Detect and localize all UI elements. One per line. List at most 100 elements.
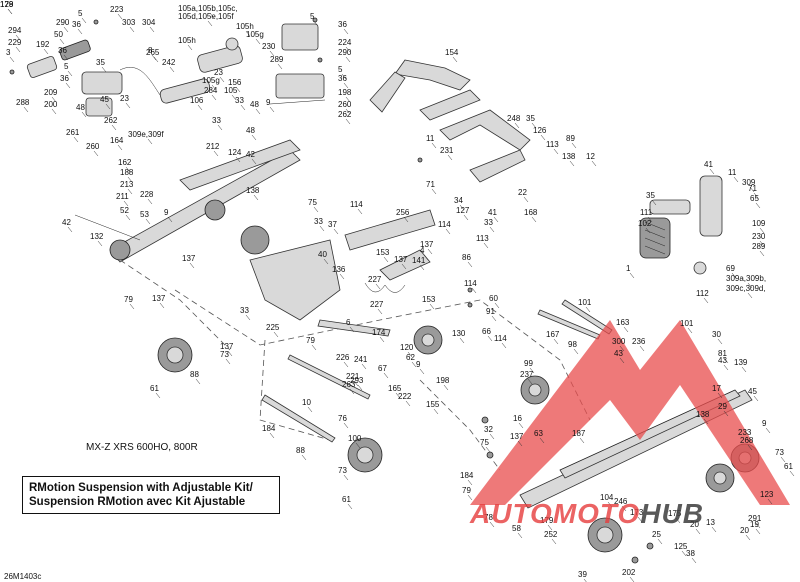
callout-leader bbox=[195, 378, 201, 385]
callout-leader bbox=[517, 440, 523, 447]
callout-label: 123 bbox=[760, 490, 774, 499]
callout-leader bbox=[723, 410, 729, 417]
callout-leader bbox=[514, 122, 520, 129]
callout-label: 309 bbox=[742, 178, 756, 187]
callout-leader bbox=[377, 308, 383, 315]
callout-label: 288 bbox=[16, 98, 30, 107]
callout-leader bbox=[467, 494, 473, 501]
callout-leader bbox=[111, 124, 117, 131]
callout-leader bbox=[755, 202, 761, 209]
callout-leader bbox=[167, 216, 173, 223]
callout-label: 34 bbox=[454, 196, 463, 205]
callout-label: 45 bbox=[100, 95, 109, 104]
callout-label: 263 bbox=[342, 380, 356, 389]
callout-label: 137 bbox=[220, 342, 234, 351]
callout-label: 10 bbox=[302, 398, 311, 407]
callout-leader bbox=[747, 282, 753, 289]
callout-label: 153 bbox=[422, 295, 436, 304]
callout-leader bbox=[159, 302, 165, 309]
callout-leader bbox=[717, 392, 723, 399]
callout-leader bbox=[703, 418, 709, 425]
callout-leader bbox=[255, 108, 261, 115]
callout-label: 40 bbox=[318, 250, 327, 259]
callout-leader bbox=[531, 216, 537, 223]
callout-label: 71 bbox=[748, 184, 757, 193]
callout-leader bbox=[403, 216, 409, 223]
callout-label: 137 bbox=[182, 254, 196, 263]
watermark-triangle bbox=[470, 320, 790, 505]
callout-leader bbox=[333, 228, 339, 235]
callout-label: 58 bbox=[512, 524, 521, 533]
callout-label: 65 bbox=[750, 194, 759, 203]
callout-leader bbox=[127, 188, 133, 195]
callout-label: 187 bbox=[572, 429, 586, 438]
callout-label: 184 bbox=[262, 424, 276, 433]
callout-label: 175 bbox=[668, 509, 682, 518]
callout-leader bbox=[695, 528, 701, 535]
callout-label: 112 bbox=[696, 289, 709, 298]
callout-label: 114 bbox=[350, 200, 363, 209]
callout-leader bbox=[405, 400, 411, 407]
callout-label: 33 bbox=[484, 218, 493, 227]
callout-leader bbox=[419, 368, 425, 375]
callout-label: 241 bbox=[354, 355, 368, 364]
callout-label: 167 bbox=[546, 330, 560, 339]
callout-label: 36 bbox=[338, 74, 347, 83]
callout-leader bbox=[117, 13, 123, 20]
callout-label: 248 bbox=[507, 114, 521, 123]
callout-leader bbox=[645, 227, 651, 234]
callout-leader bbox=[343, 422, 349, 429]
callout-label: 63 bbox=[534, 429, 543, 438]
callout-label: 192 bbox=[36, 40, 50, 49]
callout-leader bbox=[227, 350, 233, 357]
callout-label: 38 bbox=[686, 549, 695, 558]
callout-leader bbox=[345, 56, 351, 63]
callout-label: 261 bbox=[66, 128, 80, 137]
callout-label: 79 bbox=[124, 295, 133, 304]
callout-label: 179 bbox=[540, 516, 554, 525]
callout-leader bbox=[67, 226, 73, 233]
callout-label: 227 bbox=[370, 300, 384, 309]
callout-label: 20 bbox=[690, 520, 699, 529]
callout-label: 289 bbox=[270, 55, 284, 64]
callout-leader bbox=[431, 142, 437, 149]
title-box: RMotion Suspension with Adjustable Kit/ … bbox=[22, 476, 280, 514]
callout-leader bbox=[647, 216, 653, 223]
callout-leader bbox=[753, 192, 759, 199]
callout-leader bbox=[501, 342, 507, 349]
model-label: MX-Z XRS 600HO, 800R bbox=[86, 442, 198, 453]
callout-leader bbox=[211, 94, 217, 101]
callout-leader bbox=[123, 200, 129, 207]
callout-leader bbox=[7, 8, 13, 15]
callout-label: 236 bbox=[632, 337, 646, 346]
callout-leader bbox=[269, 432, 275, 439]
callout-leader bbox=[245, 314, 251, 321]
callout-leader bbox=[235, 86, 241, 93]
callout-label: 30 bbox=[712, 330, 721, 339]
callout-leader bbox=[189, 262, 195, 269]
callout-leader bbox=[127, 176, 133, 183]
callout-leader bbox=[129, 303, 135, 310]
callout-leader bbox=[147, 138, 153, 145]
callout-leader bbox=[349, 388, 355, 395]
callout-leader bbox=[59, 38, 65, 45]
callout-label: 48 bbox=[76, 103, 85, 112]
callout-leader bbox=[251, 134, 257, 141]
callout-leader bbox=[494, 302, 500, 309]
callout-leader bbox=[579, 437, 585, 444]
callout-leader bbox=[255, 38, 261, 45]
callout-leader bbox=[467, 479, 473, 486]
callout-label: 42 bbox=[246, 150, 255, 159]
callout-label: 294 bbox=[8, 26, 22, 35]
callout-label: 61 bbox=[150, 384, 159, 393]
callout-leader bbox=[531, 122, 537, 129]
callout-leader bbox=[51, 96, 57, 103]
callout-label: 284 bbox=[204, 86, 218, 95]
callout-label: 309c,309d, bbox=[726, 284, 766, 293]
callout-leader bbox=[125, 102, 131, 109]
callout-label: 66 bbox=[482, 327, 491, 336]
callout-label: 163 bbox=[616, 318, 630, 327]
callout-label: 212 bbox=[206, 142, 220, 151]
callout-label: 81 bbox=[718, 349, 727, 358]
callout-leader bbox=[77, 28, 83, 35]
